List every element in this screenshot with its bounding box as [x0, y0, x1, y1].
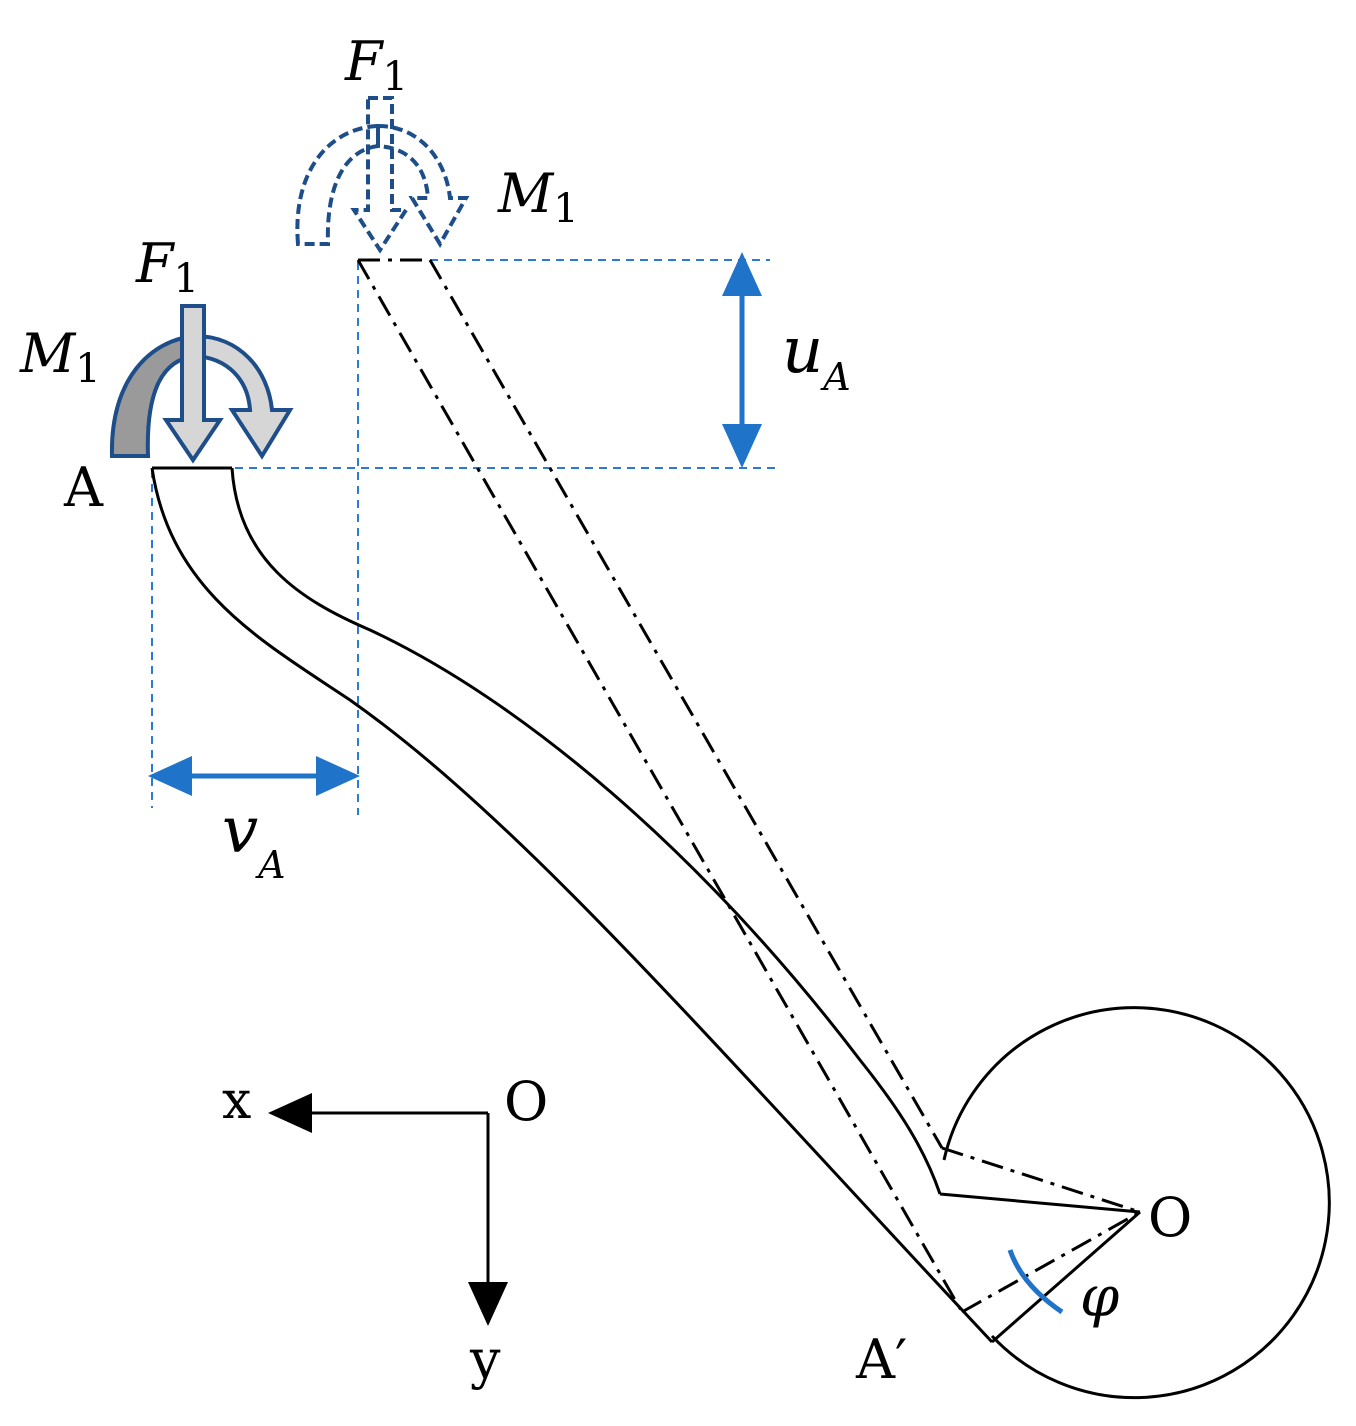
undeformed-hub-lower: [961, 1210, 1141, 1314]
v-displacement-label: vA: [222, 794, 286, 887]
deformed-left-edge: [150, 467, 994, 1344]
labels: F1 M1 F1 M1 A uA vA x O y O A′ φ: [19, 30, 1192, 1391]
x-axis-label: x: [222, 1071, 251, 1131]
deformed-flexure: [150, 466, 1141, 1344]
v-dimension-arrow: [148, 756, 360, 796]
y-axis-label: y: [469, 1328, 501, 1391]
y-axis-arrowhead: [468, 1282, 508, 1326]
load-at-top: [295, 96, 470, 254]
force-top-label: F1: [344, 30, 408, 100]
hub: [942, 1006, 1331, 1400]
moment-A-label: M1: [19, 322, 101, 392]
deformed-hub-lower: [991, 1210, 1141, 1344]
deformed-hub-upper: [939, 1192, 1141, 1214]
point-A-prime-label: A′: [855, 1328, 907, 1391]
force-top-arrow: [350, 96, 410, 254]
force-A-label: F1: [135, 232, 199, 302]
load-at-A: [109, 304, 294, 464]
hub-circle: [942, 1006, 1331, 1400]
u-dimension-arrow: [722, 252, 762, 468]
coordinate-axes: [268, 1093, 508, 1326]
u-displacement-label: uA: [782, 314, 851, 399]
force-A-arrow: [162, 304, 224, 464]
moment-A-right-arrow: [193, 333, 294, 460]
undeformed-right-edge: [428, 259, 944, 1149]
undeformed-left-edge: [356, 259, 964, 1313]
moment-top-right-arrow: [376, 123, 470, 248]
undeformed-flexure: [356, 258, 1141, 1314]
deformed-right-edge: [230, 467, 942, 1195]
reference-lines: [151, 259, 780, 815]
point-A-label: A: [63, 456, 104, 519]
axis-origin-label: O: [504, 1070, 548, 1133]
hub-center-label: O: [1148, 1186, 1192, 1249]
angle-label: φ: [1080, 1265, 1119, 1330]
x-axis-arrowhead: [268, 1093, 312, 1133]
angle-arc: [1007, 1249, 1064, 1315]
undeformed-hub-upper: [941, 1146, 1141, 1214]
moment-top-left-arrow: [295, 123, 380, 246]
moment-top-label: M1: [497, 162, 579, 232]
